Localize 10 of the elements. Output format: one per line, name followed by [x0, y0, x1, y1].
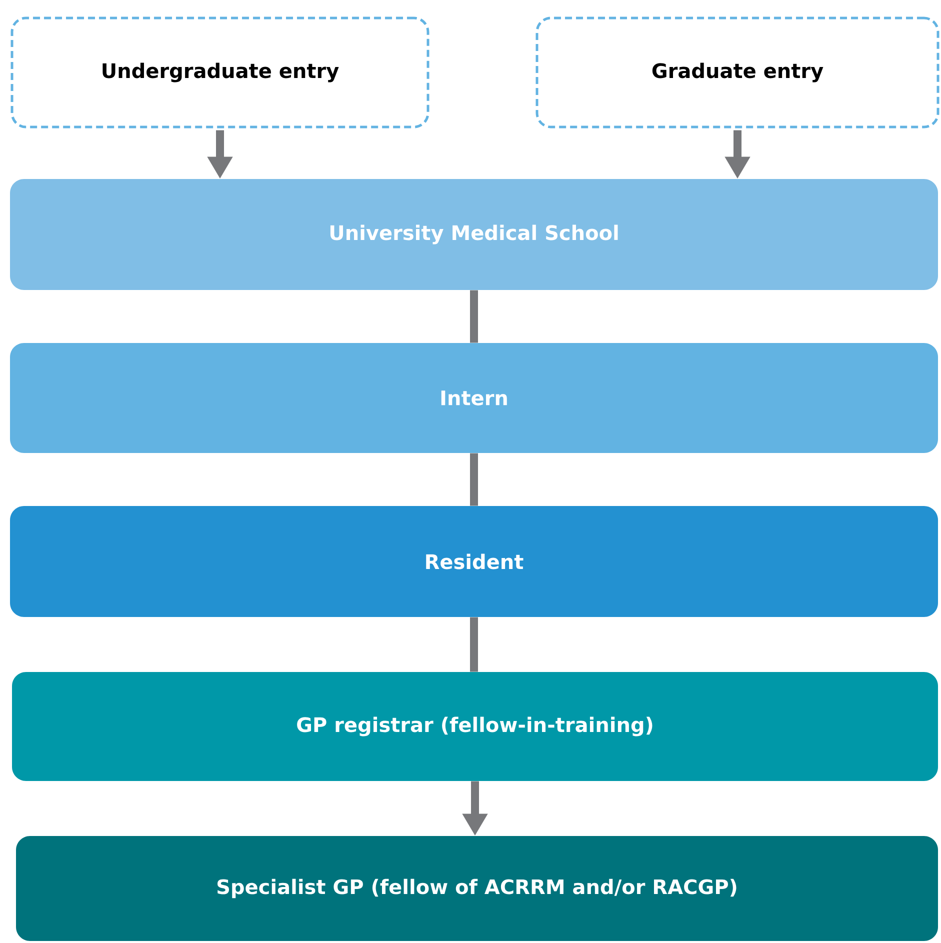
entry-box: Undergraduate entry [10, 16, 430, 128]
connector-line [470, 453, 478, 506]
stage-box: Intern [10, 343, 938, 453]
stage-box: GP registrar (fellow-in-training) [12, 672, 938, 781]
stage-box: University Medical School [10, 179, 938, 290]
connector-line [470, 617, 478, 672]
entry-box: Graduate entry [536, 16, 940, 128]
stage-box: Specialist GP (fellow of ACRRM and/or RACGP) [16, 836, 938, 941]
stage-box: Resident [10, 506, 938, 617]
connector-line [470, 290, 478, 343]
